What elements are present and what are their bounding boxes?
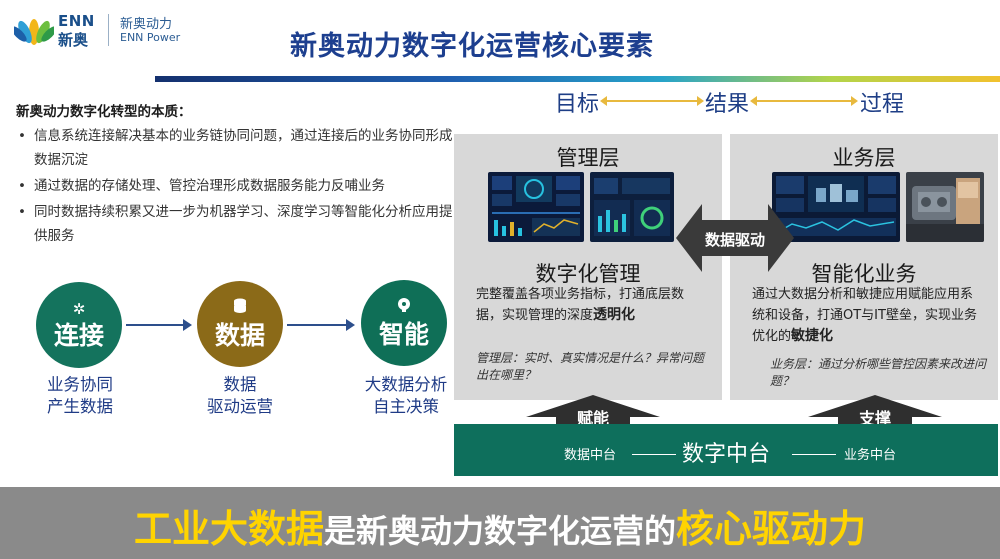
flow-arrow xyxy=(287,319,355,331)
connect-label: 连接 xyxy=(53,321,104,350)
business-sub: 智能化业务 xyxy=(811,262,917,286)
data-circle: 数据 xyxy=(197,281,283,367)
dashboard-image xyxy=(590,172,674,242)
connect-circle: ✲ 连接 xyxy=(36,282,122,368)
double-arrow xyxy=(600,96,704,106)
brand-sub-cn: 新奥动力 xyxy=(120,17,173,32)
management-body-text: 完整覆盖各项业务指标，打通底层数据，实现管理的深度 xyxy=(476,287,685,323)
business-head: 业务层 xyxy=(832,146,896,170)
data-platform-label: 数据中台 xyxy=(564,448,617,463)
caption-line: 产生数据 xyxy=(47,397,113,416)
brand-cn: 新奥 xyxy=(58,31,89,49)
brain-gear-icon xyxy=(396,297,412,317)
essence-item: 通过数据的存储处理、管控治理形成数据服务能力反哺业务 xyxy=(16,174,454,198)
brand-en: ENN xyxy=(58,12,95,30)
banner-highlight: 核心驱动力 xyxy=(676,507,867,551)
dashboard-image xyxy=(488,172,584,242)
digital-platform-bar: 数据中台 数字中台 业务中台 xyxy=(454,424,998,476)
business-screenshots xyxy=(730,172,998,252)
data-drive-double-arrow xyxy=(676,204,794,272)
engine-photo xyxy=(906,172,984,242)
management-sub: 数字化管理 xyxy=(535,262,641,286)
digital-platform-label: 数字中台 xyxy=(682,442,771,467)
essence-title: 新奥动力数字化转型的本质： xyxy=(16,104,192,120)
support-label: 支撑 xyxy=(858,409,891,428)
data-drive-label: 数据驱动 xyxy=(704,231,765,249)
platform-connector xyxy=(792,454,836,455)
business-panel: 业务层 智能化业务 通过大数据分析和敏捷应用赋能应用系统和设备，打通OT与IT壁… xyxy=(730,134,998,400)
management-body: 完整覆盖各项业务指标，打通底层数据，实现管理的深度透明化 xyxy=(476,284,706,326)
intelligence-label: 智能 xyxy=(378,320,429,349)
double-arrow xyxy=(750,96,858,106)
caption-line: 大数据分析 xyxy=(364,375,448,394)
intelligence-circle: 智能 xyxy=(361,280,447,366)
banner-highlight: 工业大数据 xyxy=(133,507,324,551)
caption-line: 自主决策 xyxy=(373,397,439,416)
caption-line: 驱动运营 xyxy=(207,397,273,416)
bottom-banner xyxy=(0,487,1000,559)
caption-line: 业务协同 xyxy=(47,375,113,394)
flow-arrow xyxy=(126,319,192,331)
management-note: 管理层：实时、真实情况是什么？异常问题出在哪里？ xyxy=(476,351,705,382)
connect-caption: 业务协同 产生数据 xyxy=(20,374,140,418)
essence-list: 信息系统连接解决基本的业务链协同问题，通过连接后的业务协同形成数据沉淀 通过数据… xyxy=(16,124,454,250)
empower-label: 赋能 xyxy=(576,409,609,428)
brand-divider xyxy=(108,14,109,46)
triad-result: 结果 xyxy=(705,92,750,117)
page-title: 新奥动力数字化运营核心要素 xyxy=(290,31,654,62)
essence-item: 同时数据持续积累又进一步为机器学习、深度学习等智能化分析应用提供服务 xyxy=(16,200,454,248)
data-label: 数据 xyxy=(214,321,265,350)
title-gradient-rule xyxy=(155,76,1000,82)
enn-logo xyxy=(14,19,54,45)
support-up-arrow xyxy=(808,395,942,429)
business-body-text: 通过大数据分析和敏捷应用赋能应用系统和设备，打通OT与IT壁垒，实现业务优化的 xyxy=(752,287,977,344)
empower-up-arrow xyxy=(526,395,660,429)
business-body: 通过大数据分析和敏捷应用赋能应用系统和设备，打通OT与IT壁垒，实现业务优化的敏… xyxy=(752,284,982,347)
caption-line: 数据 xyxy=(223,375,257,394)
platform-connector xyxy=(632,454,676,455)
banner-text: 工业大数据是新奥动力数字化运营的核心驱动力 xyxy=(0,498,1000,553)
network-icon: ✲ xyxy=(72,300,86,318)
banner-middle: 是新奥动力数字化运营的 xyxy=(323,512,676,550)
management-panel: 管理层 数字化管理 完整覆盖各项业务指标，打通底层数据，实现 xyxy=(454,134,722,400)
dashboard-image xyxy=(772,172,900,242)
triad-goal: 目标 xyxy=(555,92,600,117)
management-body-bold: 透明化 xyxy=(593,307,636,323)
essence-item: 信息系统连接解决基本的业务链协同问题，通过连接后的业务协同形成数据沉淀 xyxy=(16,124,454,172)
business-note: 业务层：通过分析哪些管控因素来改进问题？ xyxy=(770,357,987,388)
management-screenshots xyxy=(454,172,722,252)
data-caption: 数据 驱动运营 xyxy=(180,374,300,418)
database-icon xyxy=(233,298,247,318)
brand-sub-en: ENN Power xyxy=(120,31,181,44)
triad-process: 过程 xyxy=(860,92,905,117)
management-head: 管理层 xyxy=(556,146,620,170)
business-body-bold: 敏捷化 xyxy=(791,328,834,344)
business-platform-label: 业务中台 xyxy=(844,448,897,463)
intelligence-caption: 大数据分析 自主决策 xyxy=(342,374,470,418)
